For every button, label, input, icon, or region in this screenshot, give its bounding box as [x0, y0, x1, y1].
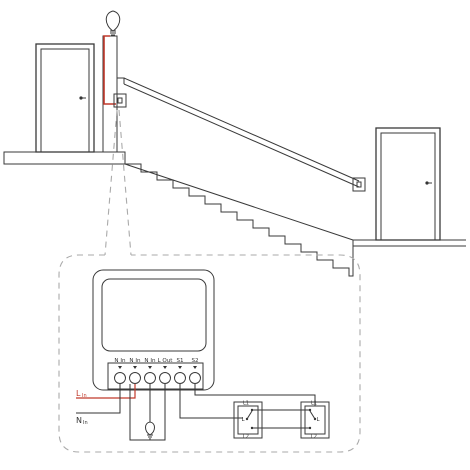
terminal-label: S1 [176, 358, 184, 364]
smart-relay-module [92, 269, 215, 391]
switch-label-l1: L1 [311, 401, 317, 407]
terminal-label: N In [129, 358, 141, 364]
live-wire-conduit [103, 35, 116, 105]
wall-switch-icon [113, 93, 127, 108]
staircase [124, 152, 354, 277]
neutral-in-wire [76, 384, 121, 414]
terminal-screw [144, 372, 156, 384]
wall-switch-1: L1 L L2 [233, 401, 263, 440]
terminal-screw [114, 372, 126, 384]
load-wire [129, 384, 151, 441]
switch-label-l2: L2 [243, 434, 249, 440]
light-bulb-icon [140, 421, 160, 438]
lower-door [375, 127, 441, 241]
lower-floor [352, 239, 466, 247]
switch-label-l1: L1 [243, 401, 249, 407]
handrail-post [117, 77, 125, 84]
s2-wire [194, 384, 316, 406]
upper-floor [3, 151, 126, 165]
load-circuit [129, 384, 166, 441]
terminal-label: N In [144, 358, 156, 364]
switch-label-l: L [316, 417, 320, 423]
staircase-underside [124, 163, 354, 241]
switch-label-l: L [241, 417, 245, 423]
wall-switch-icon [352, 177, 366, 192]
live-in-label: L [76, 389, 81, 398]
detail-callout-bubble [58, 254, 361, 453]
terminal-screw [174, 372, 186, 384]
live-in-sub: In [82, 393, 87, 399]
terminal-block [107, 362, 204, 390]
upper-door [35, 43, 95, 153]
supply-wires: L In N In [76, 384, 136, 426]
handrail [123, 77, 360, 188]
live-in-wire [76, 384, 136, 399]
terminal-screw [159, 372, 171, 384]
neutral-in-sub: In [83, 420, 88, 426]
s1-wire [179, 384, 243, 419]
terminal-label: L Out [157, 358, 173, 364]
terminal-screw [189, 372, 201, 384]
door-handle-icon [79, 96, 86, 100]
terminal-label: S2 [191, 358, 198, 364]
stairway-scene [3, 10, 466, 277]
terminal-screw [129, 372, 141, 384]
terminal-screws [114, 372, 201, 384]
neutral-in-label: N [76, 416, 82, 425]
callout-line [104, 109, 132, 256]
terminal-label: N In [114, 358, 126, 364]
module-face-panel [101, 278, 207, 352]
light-bulb-icon [105, 10, 121, 36]
wall-switch-2: L1 L L2 [300, 401, 330, 440]
terminal-arrows [118, 366, 197, 369]
door-handle-icon [425, 181, 432, 185]
load-wire-lout [150, 384, 166, 441]
switch-label-l2: L2 [311, 434, 317, 440]
terminal-labels: N In N In N In L Out S1 S2 [114, 358, 198, 364]
